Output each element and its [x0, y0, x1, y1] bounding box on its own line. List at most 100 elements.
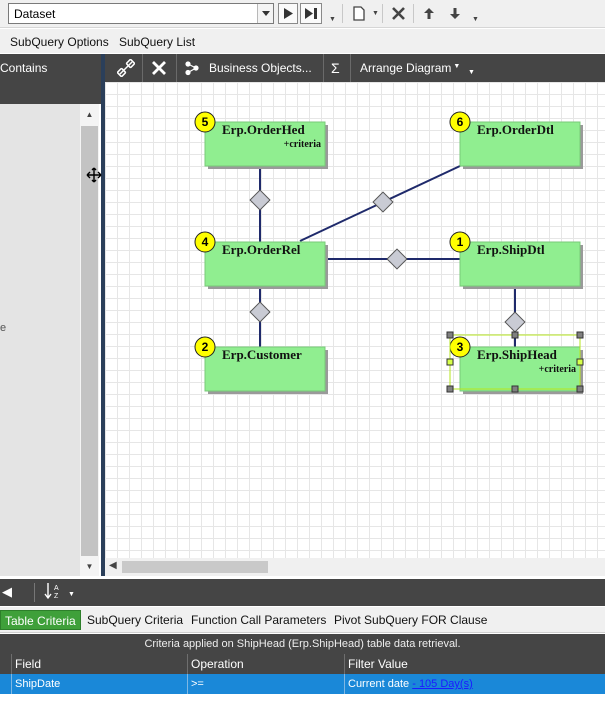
- cell-field[interactable]: ShipDate: [11, 674, 187, 694]
- resize-handle[interactable]: [576, 385, 584, 393]
- caret-icon[interactable]: ▼: [468, 68, 475, 76]
- sigma-button[interactable]: Σ: [331, 60, 340, 76]
- filter-value-link[interactable]: - 105 Day(s): [412, 678, 473, 690]
- menu-subquery-list[interactable]: SubQuery List: [119, 35, 196, 49]
- scroll-left-icon[interactable]: ◀: [2, 584, 12, 599]
- relation-diamond-icon: [504, 311, 526, 333]
- scroll-thumb[interactable]: [81, 126, 98, 556]
- resize-cursor-icon: [85, 166, 103, 184]
- toolbar-separator: [176, 54, 177, 82]
- table-number-badge: [194, 111, 216, 133]
- resize-handle[interactable]: [576, 331, 584, 339]
- scroll-thumb[interactable]: [122, 561, 268, 573]
- svg-text:A: A: [54, 585, 59, 592]
- arrange-diagram-button[interactable]: Arrange Diagram ▼: [360, 54, 460, 82]
- table-criteria-label: +criteria: [284, 139, 321, 150]
- column-header-operation[interactable]: Operation: [187, 654, 344, 674]
- toolbar-separator: [342, 4, 343, 23]
- resize-handle[interactable]: [446, 358, 454, 366]
- relation-diamond-icon: [386, 248, 408, 270]
- table-number-badge: [449, 111, 471, 133]
- table-node-shipdtl[interactable]: [459, 241, 581, 287]
- table-number: 1: [457, 235, 464, 249]
- cell-operation[interactable]: >=: [187, 674, 344, 694]
- business-objects-label: Business Objects...: [209, 61, 312, 75]
- arrow-up-icon[interactable]: [420, 3, 438, 24]
- cell-filter-value[interactable]: Current date - 105 Day(s): [344, 674, 605, 694]
- table-node-shiphead[interactable]: [459, 346, 581, 392]
- business-objects-icon: [185, 61, 199, 76]
- tab-subquery-criteria[interactable]: SubQuery Criteria: [87, 613, 184, 627]
- table-number-badge: [449, 231, 471, 253]
- dataset-select[interactable]: Dataset: [8, 3, 274, 24]
- table-number: 5: [202, 115, 209, 129]
- relation-diamond-icon: [249, 189, 271, 211]
- caret-icon[interactable]: ▼: [329, 16, 336, 23]
- svg-text:Z: Z: [54, 593, 59, 600]
- table-criteria-label: +criteria: [539, 364, 576, 375]
- column-header-filter-value[interactable]: Filter Value: [344, 654, 605, 674]
- resize-handle[interactable]: [511, 385, 519, 393]
- table-name: Erp.OrderHed: [222, 122, 305, 137]
- skip-forward-icon[interactable]: [300, 3, 322, 24]
- caret-icon[interactable]: ▼: [372, 10, 379, 17]
- resize-handle[interactable]: [511, 331, 519, 339]
- criteria-grid-header: Field Operation Filter Value: [0, 654, 605, 674]
- scroll-left-icon[interactable]: ◀: [109, 560, 117, 571]
- top-toolbar: Dataset ▼ ▼ ▼: [0, 0, 605, 28]
- relation-diamond-icon: [249, 301, 271, 323]
- menu-bar: SubQuery Options SubQuery List: [0, 29, 605, 53]
- table-node-customer[interactable]: [204, 346, 326, 392]
- table-node-orderrel[interactable]: [204, 241, 326, 287]
- toolbar-separator: [323, 54, 324, 82]
- canvas-horizontal-scrollbar[interactable]: ◀: [105, 558, 605, 576]
- table-name: Erp.OrderDtl: [477, 122, 554, 137]
- criteria-info-text: Criteria applied on ShipHead (Erp.ShipHe…: [0, 634, 605, 654]
- table-number: 6: [457, 115, 464, 129]
- tab-pivot-subquery[interactable]: Pivot SubQuery FOR Clause: [334, 613, 488, 627]
- left-panel-list[interactable]: [0, 104, 80, 576]
- table-number: 2: [202, 340, 209, 354]
- table-node-orderhed[interactable]: [204, 121, 326, 167]
- play-icon[interactable]: [278, 3, 298, 24]
- scroll-down-icon[interactable]: ▼: [85, 561, 94, 571]
- diagram-toolbar: Business Objects... Σ Arrange Diagram ▼ …: [105, 54, 605, 82]
- table-row[interactable]: ShipDate >= Current date - 105 Day(s): [0, 674, 605, 694]
- left-panel-scrollbar[interactable]: ▲ ▼: [80, 104, 99, 576]
- toolbar-separator: [413, 4, 414, 23]
- column-header-field[interactable]: Field: [11, 654, 187, 674]
- relation-diamond-icon: [372, 191, 394, 213]
- scroll-up-icon[interactable]: ▲: [85, 109, 94, 119]
- arrange-diagram-label: Arrange Diagram: [360, 61, 452, 75]
- toolbar-separator: [382, 4, 383, 23]
- menu-subquery-options[interactable]: SubQuery Options: [10, 35, 109, 49]
- business-objects-button[interactable]: Business Objects...: [183, 54, 312, 82]
- chevron-down-icon[interactable]: [257, 4, 273, 23]
- link-icon[interactable]: [117, 54, 135, 82]
- left-panel-cut-text: e: [0, 322, 7, 334]
- tab-function-call-parameters[interactable]: Function Call Parameters: [191, 613, 327, 627]
- close-icon[interactable]: [388, 3, 408, 24]
- table-name: Erp.ShipDtl: [477, 242, 545, 257]
- arrow-down-icon[interactable]: [446, 3, 464, 24]
- new-page-icon[interactable]: [350, 3, 368, 24]
- table-number: 3: [457, 340, 464, 354]
- resize-handle[interactable]: [576, 358, 584, 366]
- criteria-tabs: Table Criteria SubQuery Criteria Functio…: [0, 607, 605, 633]
- delete-icon[interactable]: [152, 54, 166, 82]
- panel-splitter[interactable]: [101, 54, 105, 576]
- resize-handle[interactable]: [446, 385, 454, 393]
- caret-icon[interactable]: ▼: [472, 16, 479, 23]
- caret-icon[interactable]: ▼: [68, 591, 75, 598]
- caret-icon: ▼: [453, 63, 461, 70]
- toolbar-separator: [142, 54, 143, 82]
- table-number: 4: [202, 235, 209, 249]
- table-node-orderdtl[interactable]: [459, 121, 581, 167]
- tab-table-criteria[interactable]: Table Criteria: [0, 610, 81, 630]
- table-name: Erp.ShipHead: [477, 347, 558, 362]
- resize-handle[interactable]: [446, 331, 454, 339]
